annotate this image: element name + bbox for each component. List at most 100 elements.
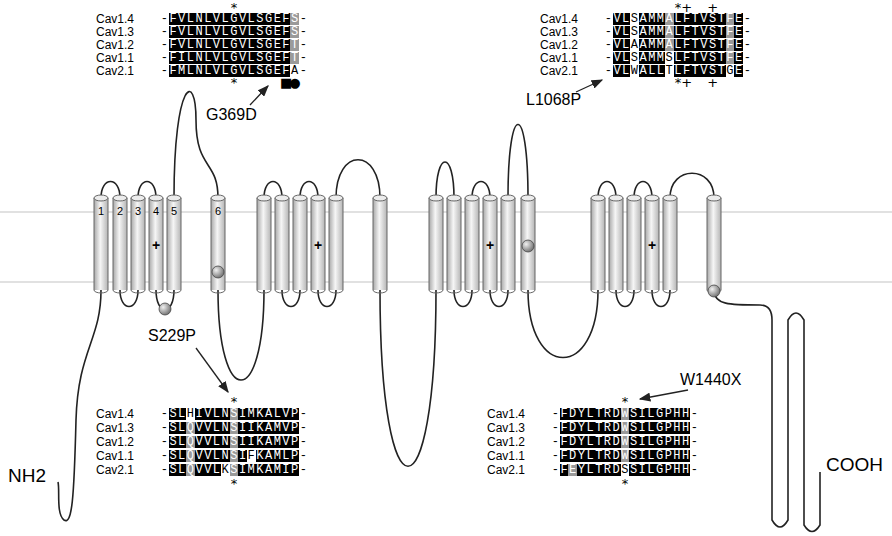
residue: G — [264, 65, 273, 77]
helix-cylinder — [275, 195, 289, 293]
residue: - — [160, 436, 169, 448]
residue: L — [674, 39, 683, 51]
helix-cylinder — [609, 195, 623, 293]
charge-sign: + — [486, 238, 494, 252]
residue: A — [264, 436, 273, 448]
residue: A — [264, 450, 273, 462]
residue: I — [638, 450, 647, 462]
residue: - — [160, 408, 169, 420]
alignment-marker: * — [231, 395, 238, 408]
residue: L — [221, 26, 230, 38]
mutation-sphere — [708, 285, 720, 297]
residue: V — [238, 39, 247, 51]
residue: L — [247, 39, 256, 51]
residue: S — [290, 13, 299, 25]
residue: H — [673, 422, 682, 434]
residue: F — [282, 26, 291, 38]
residue: - — [690, 464, 699, 476]
residue: V — [700, 26, 709, 38]
residue: L — [273, 408, 282, 420]
channel-name: Cav1.1 — [96, 52, 134, 64]
residue: S — [256, 39, 265, 51]
residue: G — [655, 422, 664, 434]
channel-name: Cav1.2 — [96, 39, 134, 51]
residue: S — [629, 422, 638, 434]
channel-name: Cav1.4 — [487, 408, 525, 420]
residue: I — [638, 408, 647, 420]
residue: F — [682, 39, 691, 51]
residue: F — [560, 436, 569, 448]
residue: G — [726, 65, 735, 77]
helix-cylinder — [591, 195, 605, 293]
residue: - — [604, 52, 613, 64]
channel-name: Cav1.3 — [487, 422, 525, 434]
residue: T — [691, 52, 700, 64]
residue: S — [256, 26, 265, 38]
sequence-row: -FEYLTRDSSILGPHH- — [551, 464, 699, 476]
residue: A — [639, 13, 648, 25]
channel-name: Cav1.4 — [96, 408, 134, 420]
sequence-row: -FVLNLVLGVLSGEFT- — [160, 39, 308, 51]
residue: V — [238, 13, 247, 25]
residue: Q — [186, 422, 195, 434]
residue: T — [717, 13, 726, 25]
residue: R — [603, 464, 612, 476]
helix-cylinder — [94, 195, 108, 293]
channel-name: Cav1.2 — [96, 436, 134, 448]
helix-cylinder — [167, 195, 181, 293]
residue: S — [230, 408, 239, 420]
residue: L — [282, 450, 291, 462]
residue: Y — [577, 450, 586, 462]
residue: V — [700, 65, 709, 77]
channel-name: Cav2.1 — [96, 65, 134, 77]
residue: I — [238, 450, 247, 462]
residue: L — [674, 52, 683, 64]
mutation-sphere — [522, 240, 534, 252]
residue: S — [230, 464, 239, 476]
residue: T — [691, 26, 700, 38]
residue: L — [186, 26, 195, 38]
residue: S — [629, 464, 638, 476]
residue: N — [195, 39, 204, 51]
residue: H — [186, 408, 195, 420]
residue: S — [169, 408, 178, 420]
residue: V — [613, 13, 622, 25]
residue: L — [212, 422, 221, 434]
leader-arrow — [576, 80, 602, 92]
helix-cylinder — [211, 195, 225, 293]
residue: E — [568, 464, 577, 476]
residue: V — [700, 39, 709, 51]
residue: L — [247, 13, 256, 25]
residue: S — [230, 422, 239, 434]
residue: - — [160, 39, 169, 51]
mutation-label: G369D — [206, 107, 257, 123]
residue: K — [221, 464, 230, 476]
residue: D — [568, 436, 577, 448]
residue: F — [169, 65, 178, 77]
helix-cylinder — [483, 195, 497, 293]
residue: F — [169, 39, 178, 51]
residue: S — [169, 436, 178, 448]
residue: E — [273, 39, 282, 51]
residue: L — [656, 65, 665, 77]
residue: V — [238, 65, 247, 77]
residue: S — [230, 436, 239, 448]
residue: M — [656, 39, 665, 51]
helix-cylinder — [131, 195, 145, 293]
residue: - — [551, 464, 560, 476]
sequence-row: -FDYLTRDWSILGPHH- — [551, 422, 699, 434]
loop — [436, 162, 454, 198]
residue: L — [177, 450, 186, 462]
residue: D — [612, 436, 621, 448]
residue: Y — [577, 408, 586, 420]
residue: V — [613, 65, 622, 77]
residue: V — [177, 26, 186, 38]
residue: K — [256, 450, 265, 462]
helix-cylinder — [663, 195, 677, 293]
sequence-row: -SLQVVLNSIFKAMLP- — [160, 450, 308, 462]
residue: W — [621, 436, 630, 448]
leader-arrow — [196, 348, 228, 392]
residue: D — [612, 450, 621, 462]
residue: M — [656, 13, 665, 25]
